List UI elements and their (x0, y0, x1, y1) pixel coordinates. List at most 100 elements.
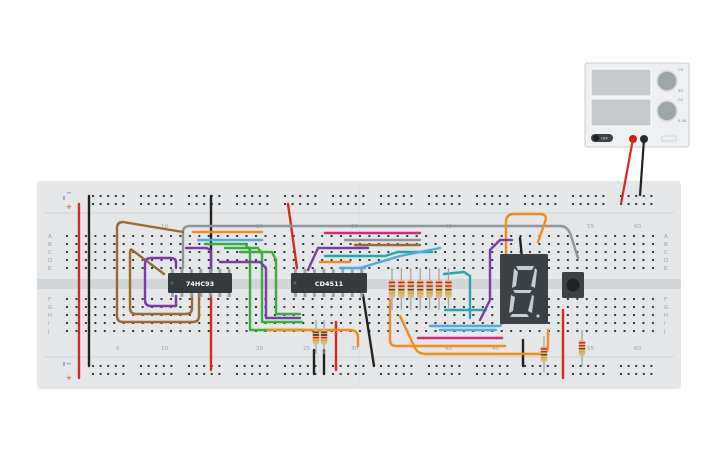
rail-hole[interactable] (114, 195, 117, 197)
hole[interactable] (236, 267, 239, 269)
rail-hole[interactable] (147, 195, 150, 197)
rail-hole[interactable] (491, 203, 494, 205)
hole[interactable] (217, 330, 220, 332)
rail-hole[interactable] (402, 373, 405, 375)
rail-hole[interactable] (170, 365, 173, 367)
hole[interactable] (642, 322, 645, 324)
hole[interactable] (444, 298, 446, 300)
hole[interactable] (321, 306, 324, 308)
rail-hole[interactable] (195, 203, 198, 205)
hole[interactable] (349, 243, 352, 245)
wire-purple-cd4511[interactable] (306, 246, 370, 272)
hole[interactable] (226, 251, 229, 253)
hole[interactable] (160, 259, 163, 261)
hole[interactable] (179, 330, 182, 332)
rail-hole[interactable] (122, 195, 125, 197)
rail-hole[interactable] (162, 365, 165, 367)
rail-hole[interactable] (339, 365, 342, 367)
hole[interactable] (576, 267, 579, 269)
hole[interactable] (472, 267, 475, 269)
rail-hole[interactable] (491, 373, 494, 375)
hole[interactable] (179, 235, 182, 237)
hole[interactable] (406, 267, 409, 269)
hole[interactable] (444, 243, 446, 245)
rail-hole[interactable] (332, 203, 334, 205)
hole[interactable] (349, 235, 352, 237)
rail-hole[interactable] (347, 195, 350, 197)
rail-hole[interactable] (99, 195, 102, 197)
hole[interactable] (330, 267, 333, 269)
rail-hole[interactable] (251, 195, 254, 197)
rail-hole[interactable] (627, 195, 630, 197)
hole[interactable] (576, 243, 579, 245)
hole[interactable] (84, 235, 87, 237)
hole[interactable] (595, 243, 598, 245)
hole[interactable] (472, 306, 475, 308)
hole[interactable] (406, 314, 409, 316)
chip-cd4511[interactable]: CD4511 (291, 273, 367, 293)
seven-segment-display[interactable] (500, 254, 548, 324)
hole[interactable] (207, 306, 210, 308)
rail-hole[interactable] (428, 365, 430, 367)
hole[interactable] (576, 306, 579, 308)
hole[interactable] (66, 251, 68, 253)
hole[interactable] (453, 314, 456, 316)
breadboard-holes[interactable] (66, 195, 654, 375)
hole[interactable] (462, 259, 465, 261)
rail-hole[interactable] (579, 203, 582, 205)
hole[interactable] (113, 235, 116, 237)
rail-hole[interactable] (99, 365, 102, 367)
rail-hole[interactable] (218, 373, 221, 375)
hole[interactable] (122, 267, 125, 269)
hole[interactable] (453, 298, 456, 300)
hole[interactable] (595, 330, 598, 332)
hole[interactable] (651, 306, 654, 308)
hole[interactable] (169, 235, 172, 237)
hole[interactable] (387, 314, 390, 316)
rail-hole[interactable] (347, 373, 350, 375)
hole[interactable] (358, 322, 361, 324)
hole[interactable] (94, 267, 97, 269)
rail-hole[interactable] (498, 373, 501, 375)
hole[interactable] (321, 243, 324, 245)
rail-hole[interactable] (347, 365, 350, 367)
hole[interactable] (103, 243, 106, 245)
wire-blue-diag[interactable] (358, 246, 442, 270)
hole[interactable] (245, 306, 248, 308)
hole[interactable] (113, 243, 116, 245)
hole[interactable] (547, 298, 550, 300)
rail-hole[interactable] (203, 203, 206, 205)
hole[interactable] (444, 235, 446, 237)
hole[interactable] (377, 322, 380, 324)
hole[interactable] (198, 235, 201, 237)
hole[interactable] (245, 314, 248, 316)
wire-green-3[interactable] (238, 250, 302, 316)
hole[interactable] (75, 243, 78, 245)
rail-hole[interactable] (387, 365, 390, 367)
hole[interactable] (595, 267, 598, 269)
hole[interactable] (358, 298, 361, 300)
hole[interactable] (321, 322, 324, 324)
hole[interactable] (481, 259, 484, 261)
rail-hole[interactable] (314, 195, 317, 197)
hole[interactable] (94, 330, 97, 332)
rail-hole[interactable] (339, 373, 342, 375)
hole[interactable] (566, 243, 569, 245)
power-supply[interactable]: CV 5V CC 0.5A OFF (584, 62, 690, 148)
hole[interactable] (226, 314, 229, 316)
rail-hole[interactable] (122, 365, 125, 367)
hole[interactable] (481, 235, 484, 237)
hole[interactable] (377, 298, 380, 300)
hole[interactable] (633, 306, 635, 308)
rail-hole[interactable] (203, 373, 206, 375)
hole[interactable] (651, 298, 654, 300)
rail-hole[interactable] (483, 365, 486, 367)
hole[interactable] (283, 306, 286, 308)
rail-hole[interactable] (380, 365, 382, 367)
hole[interactable] (368, 267, 371, 269)
hole[interactable] (566, 267, 569, 269)
rail-hole[interactable] (594, 365, 597, 367)
rail-hole[interactable] (114, 373, 117, 375)
hole[interactable] (84, 314, 87, 316)
hole[interactable] (368, 259, 371, 261)
